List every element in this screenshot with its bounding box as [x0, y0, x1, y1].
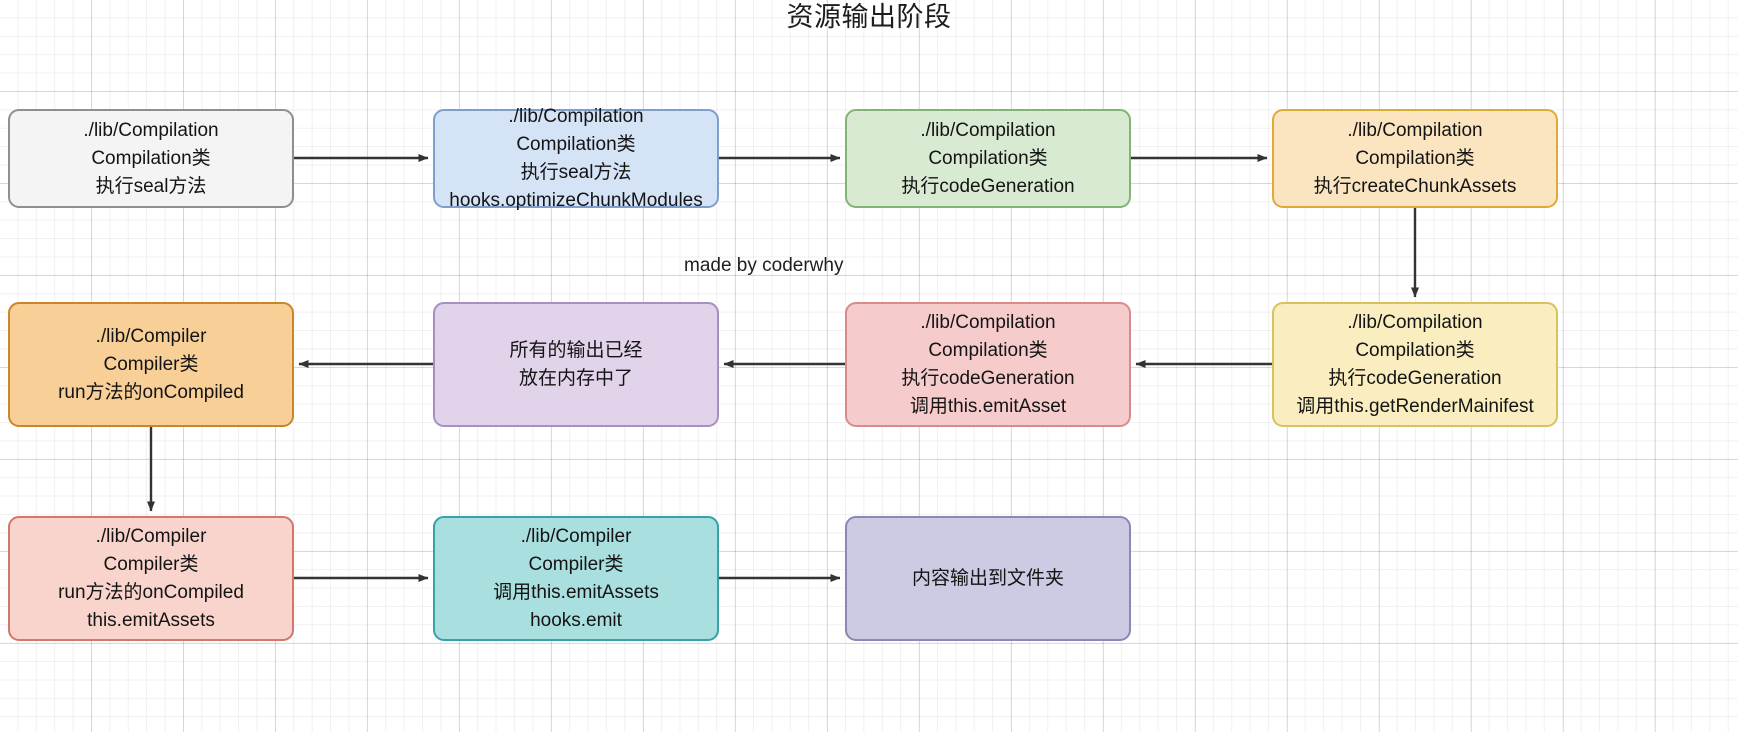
node-text-line: Compilation类: [91, 147, 211, 169]
node-text-line: ./lib/Compiler: [95, 525, 207, 547]
node-text-line: Compilation类: [1355, 147, 1475, 169]
node-text-line: run方法的onCompiled: [58, 581, 244, 603]
node-text-line: 放在内存中了: [518, 367, 633, 389]
node-text-line: run方法的onCompiled: [58, 381, 244, 403]
node-text-line: 执行createChunkAssets: [1313, 175, 1517, 197]
node-text-line: ./lib/Compilation: [1347, 119, 1483, 141]
node-text-line: Compilation类: [928, 147, 1048, 169]
node-text-line: ./lib/Compilation: [1347, 311, 1483, 333]
node-text-line: ./lib/Compiler: [520, 525, 632, 547]
node-text-line: 所有的输出已经: [509, 339, 643, 361]
node-text-line: 调用this.emitAsset: [909, 395, 1067, 417]
node-output-to-folder[interactable]: 内容输出到文件夹: [845, 516, 1131, 641]
node-text-line: 执行codeGeneration: [1328, 367, 1502, 389]
node-text-line: ./lib/Compiler: [95, 325, 207, 347]
node-text-line: 执行seal方法: [520, 161, 632, 183]
node-text-line: 执行codeGeneration: [901, 367, 1075, 389]
node-text-line: 执行seal方法: [95, 175, 207, 197]
node-text-line: 内容输出到文件夹: [911, 567, 1064, 589]
node-in-memory[interactable]: 所有的输出已经放在内存中了: [433, 302, 719, 427]
node-text-line: ./lib/Compilation: [920, 119, 1056, 141]
node-text-line: 调用this.emitAssets: [493, 581, 659, 603]
watermark-label: made by coderwhy: [684, 255, 844, 276]
node-text-line: Compilation类: [928, 339, 1048, 361]
node-text-line: hooks.emit: [530, 609, 622, 631]
node-text-line: 执行codeGeneration: [901, 175, 1075, 197]
node-text-line: Compiler类: [528, 553, 624, 575]
node-text-line: Compilation类: [516, 133, 636, 155]
node-text-line: Compiler类: [103, 353, 199, 375]
node-text-line: this.emitAssets: [87, 609, 215, 631]
node-text-line: hooks.optimizeChunkModules: [449, 189, 703, 211]
node-text-line: ./lib/Compilation: [920, 311, 1056, 333]
node-text-line: Compilation类: [1355, 339, 1475, 361]
node-text-line: ./lib/Compilation: [508, 105, 644, 127]
page-title: 资源输出阶段: [786, 2, 952, 32]
node-text-line: ./lib/Compilation: [83, 119, 219, 141]
node-text-line: Compiler类: [103, 553, 199, 575]
node-text-line: 调用this.getRenderMainifest: [1296, 395, 1534, 417]
